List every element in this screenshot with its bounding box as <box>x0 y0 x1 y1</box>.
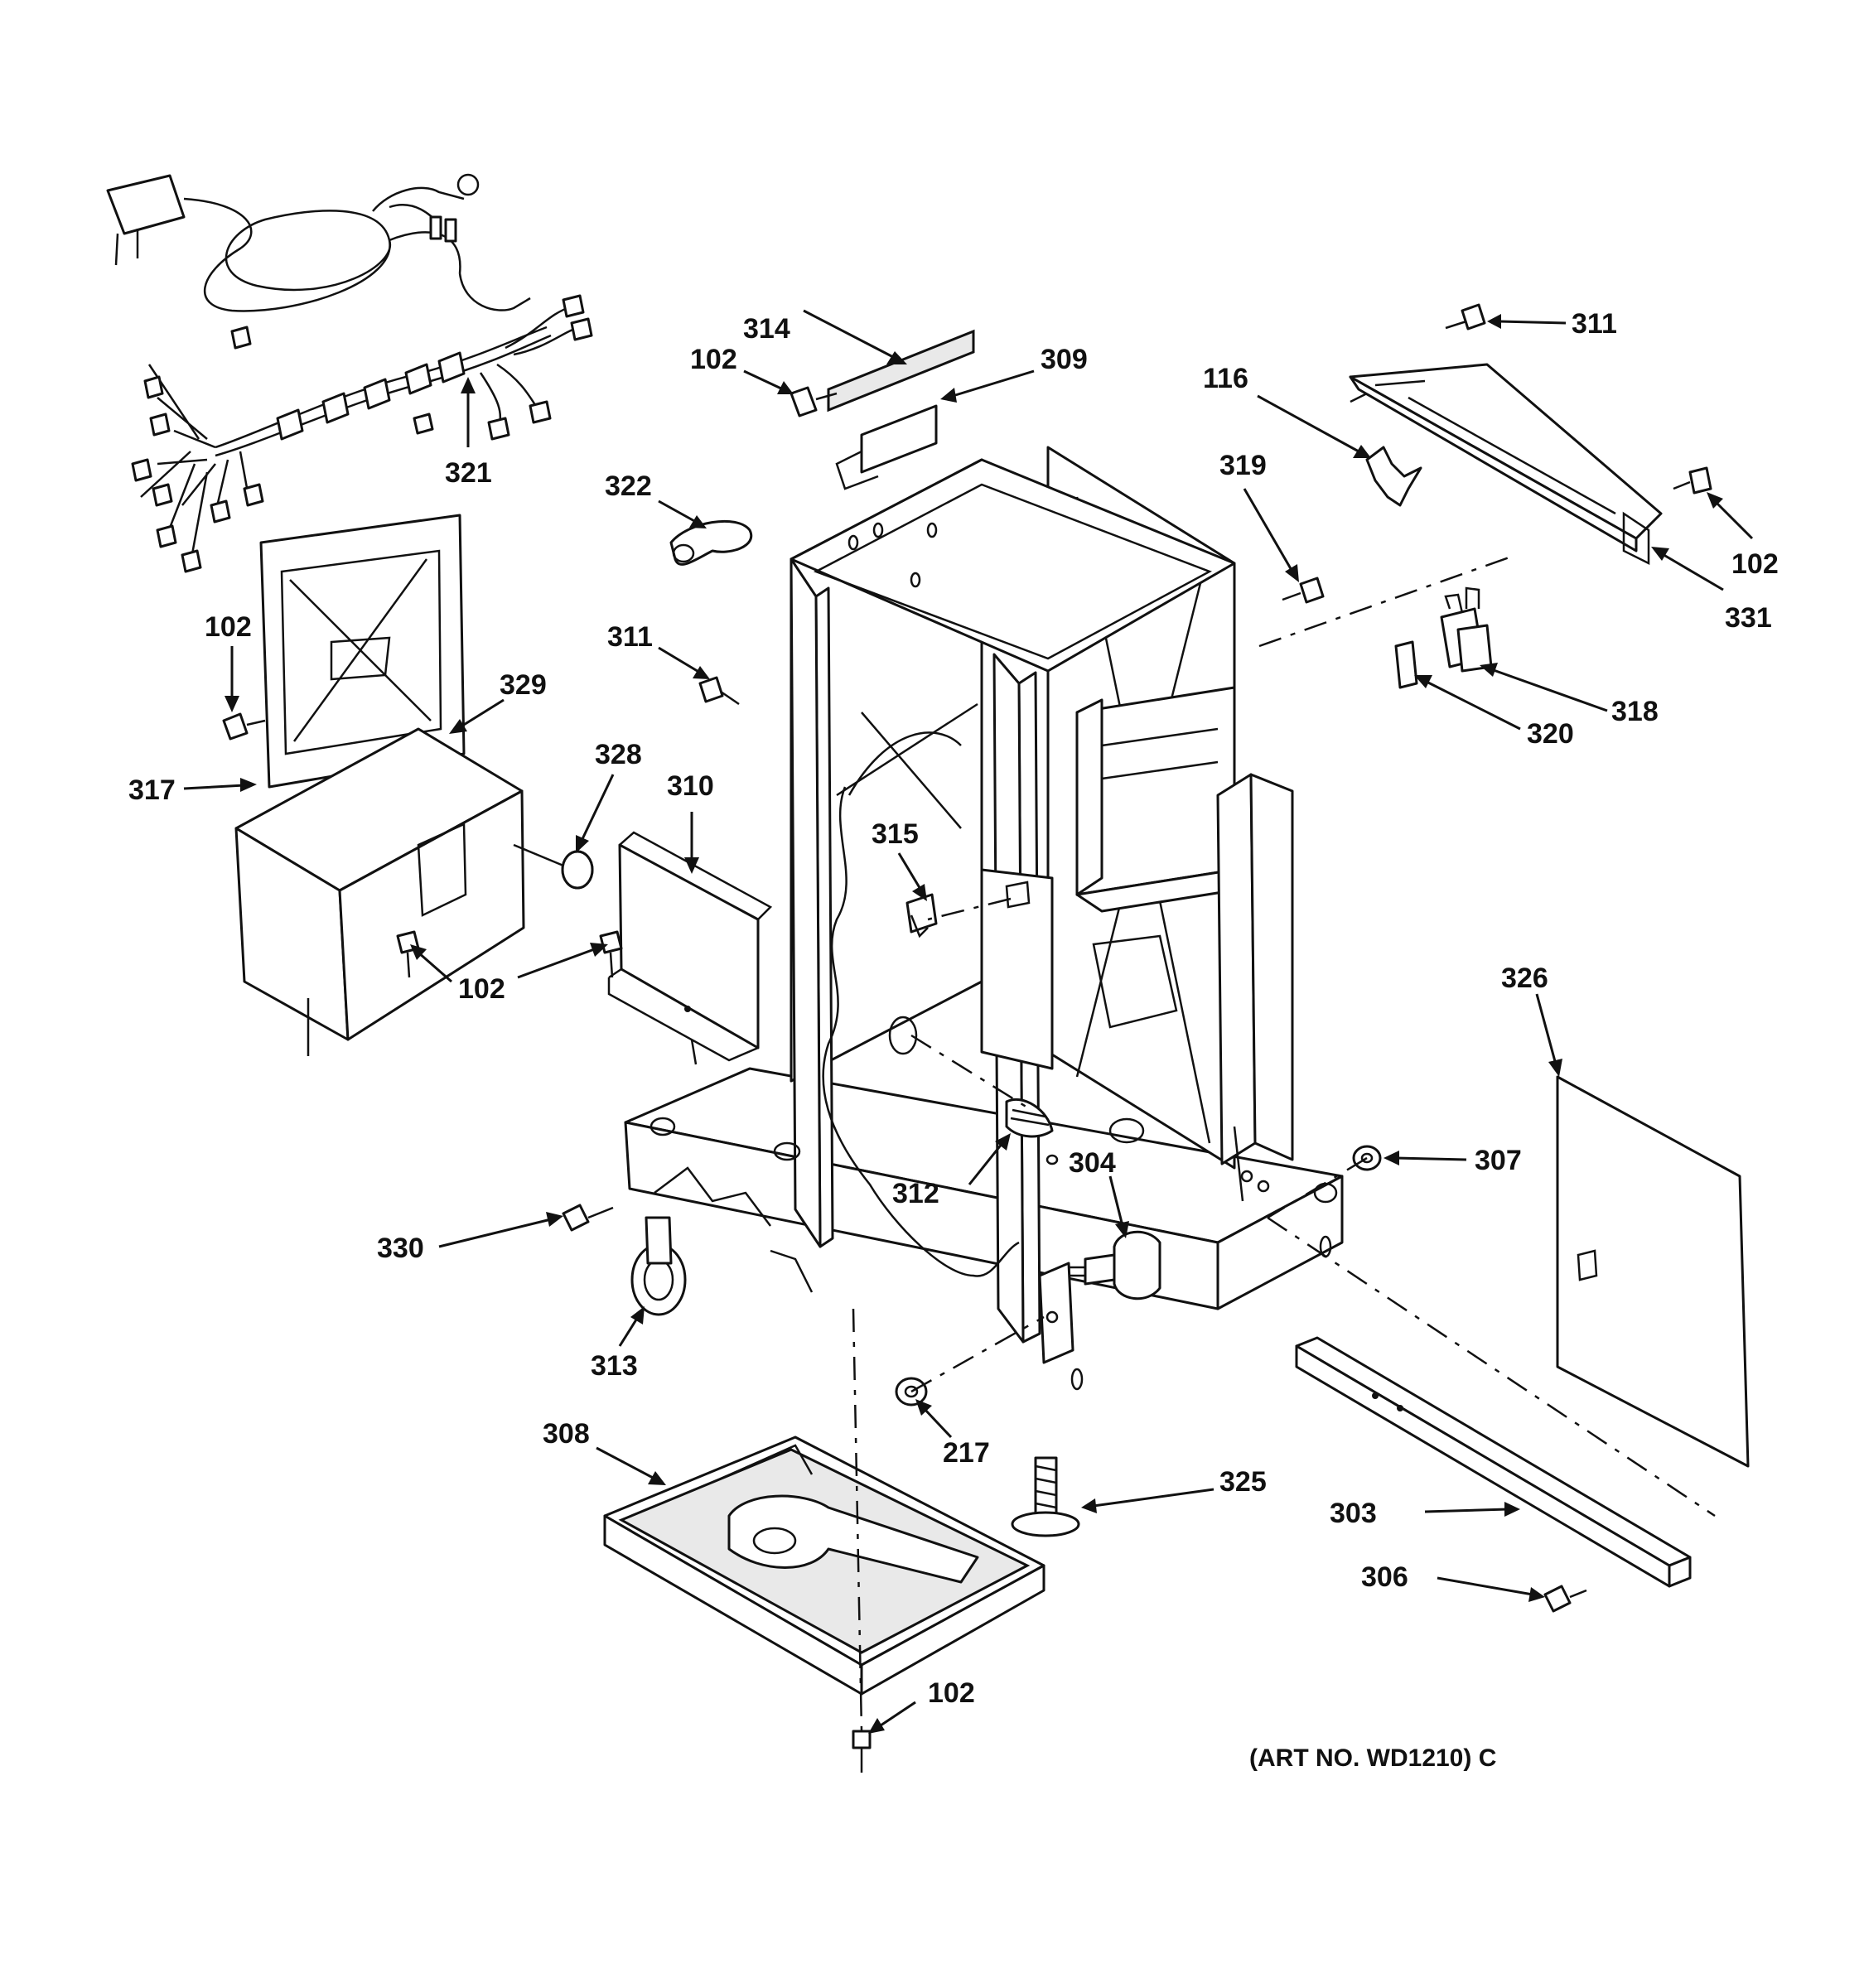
callout-312: 312 <box>892 1178 939 1209</box>
clip-309 <box>835 404 938 490</box>
screw-102-right <box>1673 466 1712 495</box>
callout-313: 313 <box>591 1350 638 1382</box>
screw-311-mid <box>698 676 740 706</box>
screw-330 <box>562 1204 614 1232</box>
screw-102-bottom <box>852 1730 872 1773</box>
leveling-leg-325 <box>1011 1456 1080 1537</box>
callout-308: 308 <box>543 1418 590 1450</box>
callout-102: 102 <box>690 344 737 375</box>
callout-102: 102 <box>1731 548 1779 580</box>
callout-325: 325 <box>1219 1466 1267 1498</box>
callout-314: 314 <box>743 313 790 345</box>
callout-116: 116 <box>1203 363 1248 394</box>
screw-306 <box>1543 1585 1587 1613</box>
callout-318: 318 <box>1611 696 1659 727</box>
rail-303 <box>1295 1336 1692 1588</box>
callout-326: 326 <box>1501 963 1548 994</box>
switch-318 <box>1440 586 1493 673</box>
callout-303: 303 <box>1330 1498 1377 1529</box>
screw-311-top <box>1445 303 1486 331</box>
gasket-314 <box>827 329 975 413</box>
bracket-310 <box>607 831 773 1065</box>
power-cord-and-wiring-harness <box>106 173 593 573</box>
callout-102: 102 <box>205 611 252 643</box>
alignment-lines <box>852 553 1716 1732</box>
callout-102: 102 <box>458 973 505 1005</box>
callout-307: 307 <box>1475 1145 1522 1176</box>
leader-lines <box>183 309 1754 1734</box>
wing-screw-116 <box>1365 446 1422 507</box>
caster-313 <box>630 1216 687 1316</box>
callout-311: 311 <box>607 621 653 653</box>
callout-322: 322 <box>605 470 652 502</box>
callout-labels: 314 309 102 311 116 102 331 321 322 319 … <box>128 308 1779 1709</box>
callout-321: 321 <box>445 457 492 489</box>
callout-102: 102 <box>928 1677 975 1709</box>
panel-326 <box>1556 1075 1750 1468</box>
screw-319 <box>1282 577 1325 604</box>
bumper-312 <box>1005 1098 1054 1138</box>
callout-315: 315 <box>872 818 919 850</box>
screw-102-left <box>222 712 266 741</box>
callout-304: 304 <box>1069 1147 1116 1179</box>
callout-320: 320 <box>1527 718 1574 750</box>
screw-102-top <box>790 386 838 417</box>
callout-319: 319 <box>1219 450 1267 481</box>
callout-317: 317 <box>128 774 176 806</box>
grommet-328 <box>561 850 594 890</box>
callout-331: 331 <box>1725 602 1772 634</box>
callout-310: 310 <box>667 770 714 802</box>
electrical-cover-329 <box>234 727 594 1056</box>
cabinet-frame <box>624 446 1344 1391</box>
access-plate-317 <box>259 514 466 789</box>
plate-320 <box>1394 640 1418 689</box>
callout-330: 330 <box>377 1233 424 1264</box>
callout-217: 217 <box>943 1437 990 1469</box>
callout-306: 306 <box>1361 1561 1408 1593</box>
clamp-322 <box>669 519 753 566</box>
callout-329: 329 <box>500 669 547 701</box>
base-pan-308 <box>603 1436 1045 1696</box>
bracket-331 <box>1349 363 1663 566</box>
callout-311: 311 <box>1572 308 1617 340</box>
art-number: (ART NO. WD1210) C <box>1249 1744 1496 1772</box>
callout-309: 309 <box>1041 344 1088 375</box>
valve-304 <box>1069 1230 1161 1300</box>
callout-328: 328 <box>595 739 642 770</box>
